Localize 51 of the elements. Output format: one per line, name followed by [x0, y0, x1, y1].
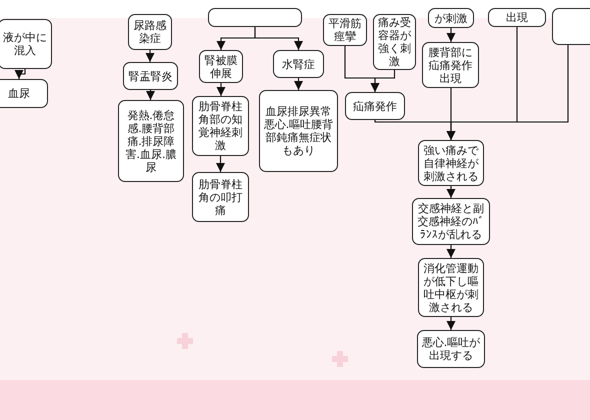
node-text: 血尿 — [8, 87, 30, 100]
process-box — [323, 14, 367, 46]
arrow — [216, 83, 226, 96]
arrow — [294, 78, 303, 90]
node-text: 液が中に混入 — [2, 31, 48, 57]
process-box — [128, 14, 172, 50]
arrow — [216, 156, 225, 172]
arrow — [146, 90, 155, 100]
process-box — [0, 19, 52, 69]
empty-box — [552, 8, 590, 45]
node-text: 腰背部に疝痛発作出現 — [428, 46, 474, 84]
node-text: 肋骨脊柱角部の知覚神経刺激 — [198, 100, 244, 152]
node-text: 平滑筋痙攣 — [328, 17, 362, 43]
arrow — [446, 186, 456, 198]
node-text: 強い痛みで自律神経が刺激される — [422, 144, 480, 182]
process-box — [123, 62, 178, 90]
node-text: 悪心.嘔吐が出現する — [420, 336, 482, 362]
node-text: 痛み受容器が強く刺激 — [377, 16, 412, 68]
process-box — [118, 100, 184, 182]
process-box — [192, 96, 249, 156]
process-box — [428, 8, 474, 28]
process-box — [192, 172, 249, 222]
arrow — [14, 69, 26, 79]
node-text: 肋骨脊柱角の叩打痛 — [198, 178, 244, 216]
process-box — [259, 90, 338, 172]
node-text: 疝痛発作 — [353, 100, 397, 112]
arrow — [370, 70, 396, 92]
arrow — [446, 317, 456, 330]
arrow — [446, 245, 456, 258]
empty-box — [208, 8, 302, 27]
arrow — [446, 45, 569, 140]
process-box — [199, 50, 243, 83]
arrow — [254, 27, 303, 50]
process-box — [488, 8, 546, 27]
arrow — [146, 50, 154, 62]
process-box — [273, 50, 324, 78]
node-text: が刺激 — [434, 12, 468, 24]
node-text: 血尿排尿異常悪心.嘔吐腰背部鈍痛無症状もあり — [262, 105, 334, 157]
process-box — [422, 42, 479, 88]
node-text: 腎被膜伸展 — [204, 54, 238, 80]
node-text: 消化管運動が低下し嘔吐中枢が刺激される — [422, 262, 480, 314]
node-text: 尿路感染症 — [132, 19, 168, 45]
arrow — [446, 28, 456, 42]
node-text: 水腎症 — [282, 58, 315, 70]
node-text: 発熱.倦怠感.腰背部痛.排尿障害.血尿.膿尿 — [124, 108, 178, 174]
node-text: 交感神経と副交感神経のﾊﾞﾗﾝｽが乱れる — [416, 202, 486, 241]
node-text: 腎盂腎炎 — [128, 70, 172, 82]
process-box — [0, 79, 48, 108]
process-box — [345, 92, 405, 120]
process-box — [417, 330, 485, 368]
node-text: 出現 — [506, 11, 528, 24]
